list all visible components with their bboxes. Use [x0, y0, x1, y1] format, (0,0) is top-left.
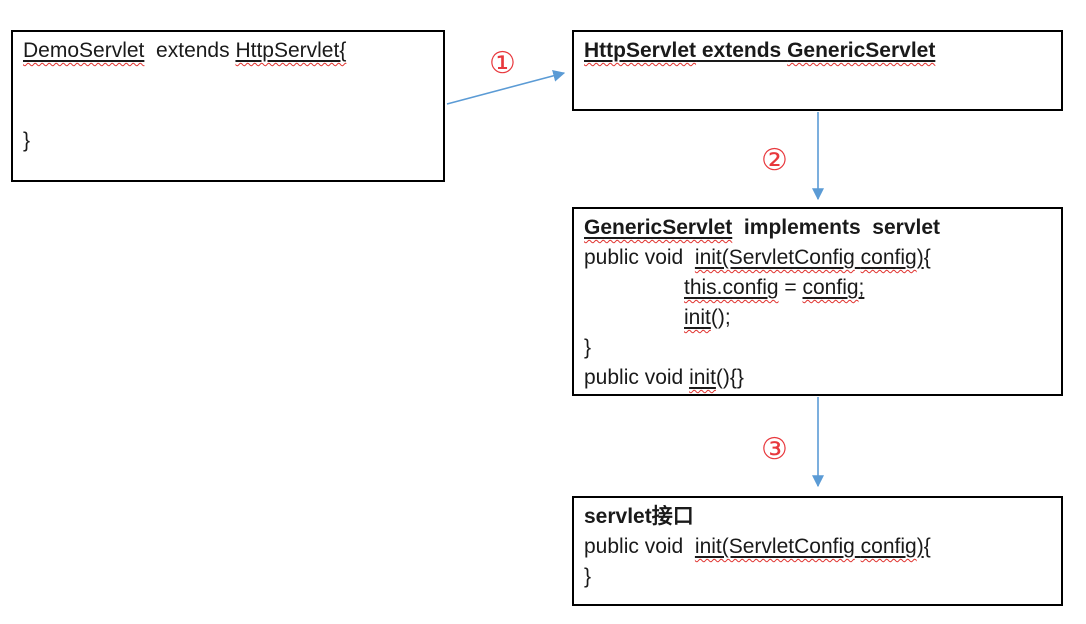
- code-line: }: [584, 336, 592, 359]
- generic-servlet-box: GenericServlet implements servlet public …: [572, 207, 1063, 396]
- code-line: GenericServlet implements servlet: [584, 216, 941, 239]
- circled-number-1: ①: [489, 46, 516, 81]
- code-line: init();: [684, 306, 731, 329]
- code-line: this.config = config;: [684, 276, 865, 299]
- code-line: servlet接口: [584, 505, 694, 528]
- code-line: }: [584, 565, 592, 588]
- circled-number-3: ③: [761, 432, 788, 467]
- http-servlet-box: HttpServlet extends GenericServlet: [572, 30, 1063, 111]
- code-line: }: [23, 129, 31, 152]
- code-line: public void init(ServletConfig config){: [584, 246, 931, 269]
- code-line: HttpServlet extends GenericServlet: [584, 39, 936, 62]
- code-line: public void init(){}: [584, 366, 744, 389]
- code-line: [23, 66, 433, 96]
- demo-servlet-box: DemoServlet extends HttpServlet{ }: [11, 30, 445, 182]
- circled-number-2: ②: [761, 143, 788, 178]
- code-line: DemoServlet extends HttpServlet{: [23, 39, 347, 62]
- code-line: [23, 96, 433, 126]
- code-line: public void init(ServletConfig config){: [584, 535, 931, 558]
- servlet-interface-box: servlet接口 public void init(ServletConfig …: [572, 496, 1063, 606]
